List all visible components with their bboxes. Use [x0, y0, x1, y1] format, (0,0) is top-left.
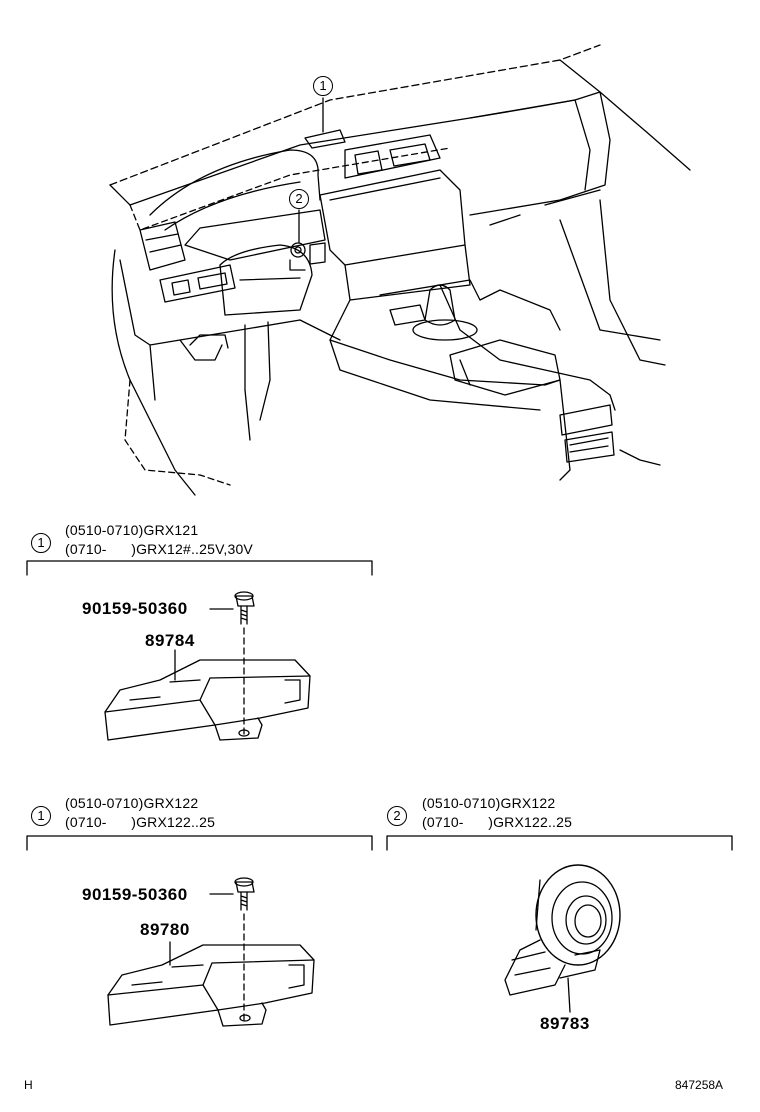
callout-1-overview: 1	[313, 76, 333, 96]
sensor-module-icon-2	[107, 941, 315, 1027]
callout-2-overview: 2	[289, 189, 309, 209]
section-3-callout: 2	[387, 806, 407, 826]
section-2-callout: 1	[31, 806, 51, 826]
section-1-applicability-line-1: (0510-0710)GRX121	[65, 522, 199, 538]
bolt-icon-1	[234, 591, 255, 625]
sensor-module-icon-1	[104, 649, 311, 741]
bolt-icon-2	[234, 877, 255, 911]
section-3-applicability-line-1: (0510-0710)GRX122	[422, 795, 556, 811]
section-2-bolt-part-number: 90159-50360	[82, 885, 188, 904]
immobilizer-coil-icon	[504, 864, 621, 996]
section-1-applicability-line-2: (0710- )GRX12#..25V,30V	[65, 541, 253, 557]
section-3-unit-part-number: 89783	[540, 1014, 590, 1033]
section-1-callout: 1	[31, 533, 51, 553]
section-2-unit-part-number: 89780	[140, 920, 190, 939]
footer-left-code: H	[24, 1078, 33, 1092]
diagram-id: 847258A	[675, 1078, 724, 1092]
dashboard-illustration	[109, 44, 691, 496]
section-2-applicability-line-1: (0510-0710)GRX122	[65, 795, 199, 811]
section-1-bolt-part-number: 90159-50360	[82, 599, 188, 618]
section-1-unit-part-number: 89784	[145, 631, 195, 650]
section-2-applicability-line-2: (0710- )GRX122..25	[65, 814, 216, 830]
section-3-applicability-line-2: (0710- )GRX122..25	[422, 814, 573, 830]
